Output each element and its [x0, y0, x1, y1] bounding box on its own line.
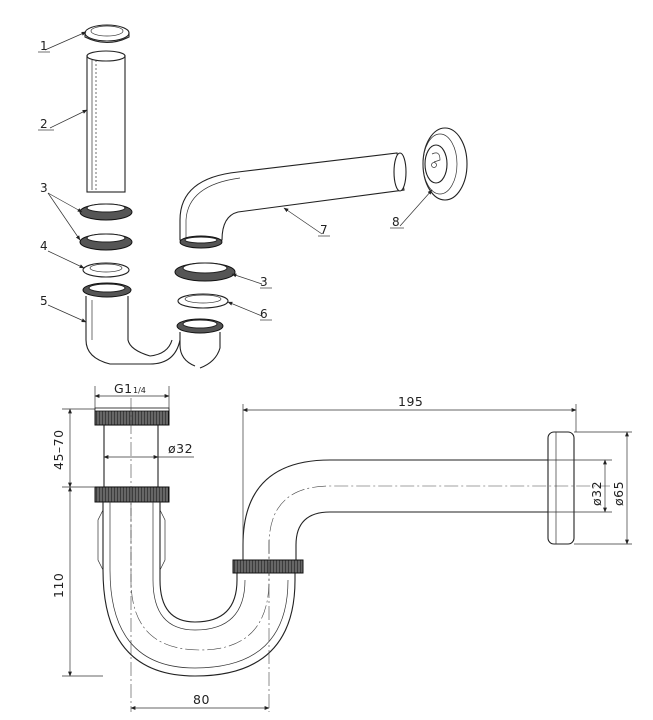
outlet-pipe-lower	[295, 511, 548, 560]
label-part-3-left: 3	[40, 181, 48, 195]
label-part-2: 2	[40, 117, 48, 131]
part-4-washer: 4	[40, 239, 130, 278]
dim-thread: G1 1/4	[94, 381, 170, 398]
dim-outlet-length-text: 195	[398, 394, 423, 409]
assembly-wall-rosette	[547, 431, 575, 545]
dim-height-adjust-text: 45–70	[51, 429, 66, 470]
part-3-nut-right: 3	[174, 262, 272, 289]
dim-thread-fraction: 1/4	[133, 386, 146, 395]
dim-outlet-diameter: ø32	[589, 459, 607, 513]
assembly-drawing: G1 1/4 45–70 ø32 110 80 195	[51, 381, 632, 712]
dim-inlet-diameter-text: ø32	[168, 441, 193, 456]
exploded-view: 1 2 3 4	[38, 24, 468, 369]
label-part-5: 5	[40, 294, 48, 308]
label-part-6: 6	[260, 307, 268, 321]
label-part-4: 4	[40, 239, 48, 253]
dim-offset-text: 80	[193, 692, 210, 707]
dim-thread-text: G1	[114, 381, 133, 396]
label-part-8: 8	[392, 215, 400, 229]
part-5-siphon-body: 5	[40, 282, 181, 365]
assembly-middle-nut	[94, 486, 170, 503]
dim-height-body-text: 110	[51, 573, 66, 598]
assembly-top-nut	[94, 409, 170, 426]
part-2-tube: 2	[38, 50, 126, 193]
dim-height-body: 110	[51, 486, 72, 677]
trap-outer-wall	[102, 502, 296, 677]
dim-outlet-diameter-text: ø32	[589, 481, 604, 506]
part-1-cap: 1	[38, 24, 130, 53]
label-part-7: 7	[320, 223, 328, 237]
lower-ring-right	[176, 318, 224, 369]
part-7-outlet-elbow: 7	[179, 152, 407, 249]
dim-inlet-diameter: ø32	[103, 441, 194, 459]
trap-inner-wall	[159, 502, 238, 623]
assembly-outlet-nut	[232, 559, 304, 574]
dim-height-adjust: 45–70	[51, 408, 72, 488]
label-part-3-right: 3	[260, 275, 268, 289]
dim-outlet-length: 195	[242, 394, 577, 412]
part-6-washer: 6	[177, 293, 272, 321]
part-3-nuts-left: 3	[40, 181, 133, 251]
label-part-1: 1	[40, 39, 48, 53]
dim-rosette-diameter: ø65	[611, 431, 629, 545]
dim-rosette-diameter-text: ø65	[611, 481, 626, 506]
outlet-pipe-upper	[242, 459, 548, 560]
part-8-wall-rosette: 8	[390, 127, 468, 229]
dim-offset: 80	[130, 692, 270, 710]
